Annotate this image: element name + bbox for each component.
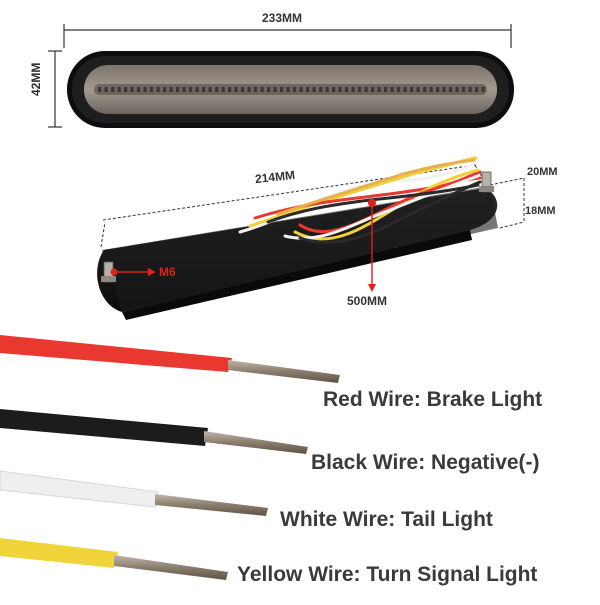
- led-dot: [312, 87, 316, 92]
- wire-samples: [0, 335, 340, 580]
- wire-label-black: Black Wire: Negative(-): [311, 451, 540, 474]
- led-dot: [195, 87, 199, 92]
- dimension-outer-thickness-label: 20MM: [527, 166, 558, 178]
- led-dot: [442, 87, 446, 92]
- led-dot: [208, 87, 212, 92]
- led-dot: [234, 87, 238, 92]
- led-dot: [137, 87, 141, 92]
- wire-black: [0, 409, 308, 454]
- led-dot: [260, 87, 264, 92]
- led-dot: [247, 87, 251, 92]
- led-dot: [130, 87, 134, 92]
- led-dot: [345, 87, 349, 92]
- led-dot: [150, 87, 154, 92]
- led-dot: [416, 87, 420, 92]
- led-dot: [429, 87, 433, 92]
- led-dot: [228, 87, 232, 92]
- led-dot: [299, 87, 303, 92]
- lamp-base-top: [102, 186, 498, 312]
- led-dot: [436, 87, 440, 92]
- wire-bundle: [238, 156, 482, 244]
- wire-yellow: [0, 538, 228, 580]
- led-dot: [306, 87, 310, 92]
- led-dot: [462, 87, 466, 92]
- led-dot: [202, 87, 206, 92]
- lamp-base-edge: [122, 230, 472, 320]
- led-dot: [481, 87, 485, 92]
- dimension-inner-thickness-label: 18MM: [525, 205, 556, 217]
- led-dot: [182, 87, 186, 92]
- led-dot: [449, 87, 453, 92]
- led-dot: [156, 87, 160, 92]
- led-dot: [111, 87, 115, 92]
- wire-label-white: White Wire: Tail Light: [280, 508, 493, 531]
- wire-white: [0, 470, 268, 516]
- led-dot: [124, 87, 128, 92]
- led-dot: [351, 87, 355, 92]
- led-dot: [397, 87, 401, 92]
- lamp-front-view: [48, 24, 514, 128]
- led-dot: [221, 87, 225, 92]
- led-dot: [254, 87, 258, 92]
- led-dot: [377, 87, 381, 92]
- led-dot: [358, 87, 362, 92]
- led-dot: [169, 87, 173, 92]
- led-dot: [273, 87, 277, 92]
- dimension-dashed-lines: [100, 164, 525, 248]
- led-dot: [325, 87, 329, 92]
- dimension-height-line: [48, 50, 62, 128]
- led-strip: [94, 84, 487, 95]
- dimension-width-line: [63, 24, 512, 48]
- led-dot: [410, 87, 414, 92]
- led-dot: [468, 87, 472, 92]
- led-dot: [475, 87, 479, 92]
- wire-label-red: Red Wire: Brake Light: [323, 388, 543, 411]
- led-dot: [241, 87, 245, 92]
- led-dot: [189, 87, 193, 92]
- led-dot: [364, 87, 368, 92]
- wire-label-yellow: Yellow Wire: Turn Signal Light: [237, 563, 538, 586]
- led-dot: [371, 87, 375, 92]
- led-dot: [384, 87, 388, 92]
- led-dot: [338, 87, 342, 92]
- wire-red: [0, 335, 340, 383]
- led-dot: [176, 87, 180, 92]
- led-dot: [98, 87, 102, 92]
- led-dot: [163, 87, 167, 92]
- wire-length-label: 500MM: [347, 294, 388, 308]
- led-dot: [215, 87, 219, 92]
- led-dot: [286, 87, 290, 92]
- led-dots: [98, 87, 485, 92]
- bolt-right: [479, 171, 494, 193]
- led-dot: [390, 87, 394, 92]
- lamp-perspective-view: [97, 156, 525, 320]
- led-dot: [280, 87, 284, 92]
- led-dot: [423, 87, 427, 92]
- bolt-size-label: M6: [159, 265, 176, 279]
- led-dot: [117, 87, 121, 92]
- led-dot: [293, 87, 297, 92]
- dimension-markers: [110, 199, 376, 292]
- led-dot: [319, 87, 323, 92]
- led-dot: [267, 87, 271, 92]
- led-dot: [403, 87, 407, 92]
- led-dot: [143, 87, 147, 92]
- dimension-height-label: 42MM: [29, 62, 43, 96]
- dimension-width-label: 233MM: [262, 11, 303, 25]
- led-dot: [104, 87, 108, 92]
- led-dot: [455, 87, 459, 92]
- led-dot: [332, 87, 336, 92]
